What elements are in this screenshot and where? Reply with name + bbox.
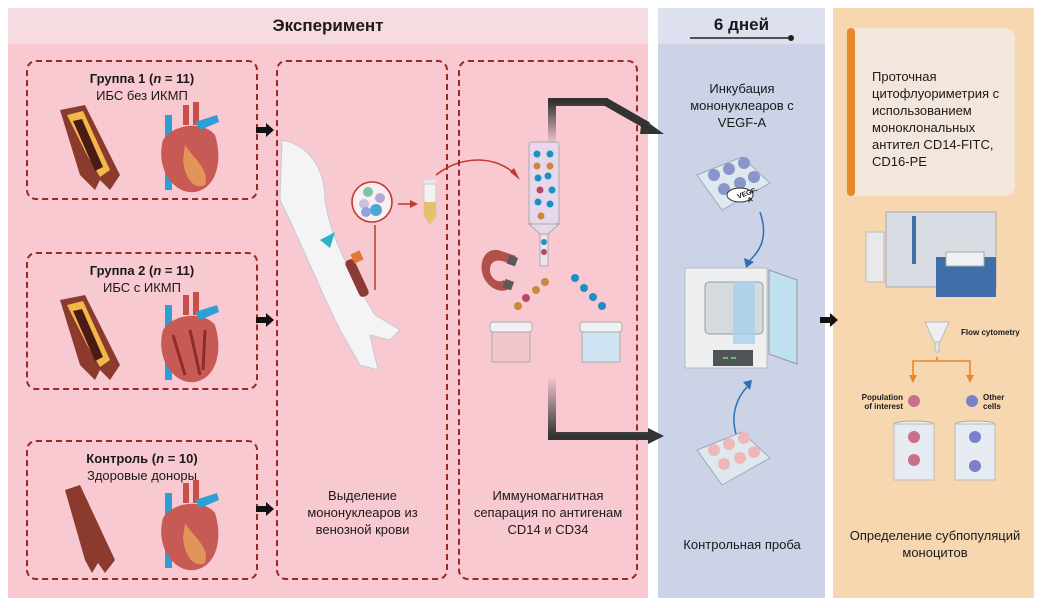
- arrow-to-control-icon: [548, 376, 664, 444]
- control-title: Контроль (n = 10) Здоровые доноры: [86, 451, 198, 483]
- group-2-name: Группа 2: [89, 263, 146, 278]
- other-cells-tube-icon: [954, 420, 996, 481]
- result-label: Определение субпопуляций моноцитов: [849, 528, 1021, 560]
- split-arrows-icon: [909, 357, 974, 383]
- magnifier-line: [374, 225, 376, 290]
- positive-fraction-tube-icon: [489, 321, 533, 363]
- negative-fraction-tube-icon: [579, 321, 623, 363]
- cells-magnifier-icon: [351, 181, 393, 223]
- healthy-vessel-icon: [65, 485, 115, 573]
- other-cells-label: Other cells: [983, 393, 1005, 411]
- experiment-header: [8, 8, 648, 44]
- incubation-duration: 6 дней: [713, 15, 770, 34]
- separation-label: Иммуномагнитная сепарация по антигенам C…: [473, 488, 623, 537]
- group-1-title: Группа 1 (n = 11) ИБС без ИКМП: [89, 71, 195, 103]
- control-sample-label: Контрольная проба: [683, 537, 801, 552]
- heart-cross-section-icon: [161, 292, 219, 383]
- separation-box: [458, 60, 638, 580]
- control-plate-icon: [696, 431, 771, 486]
- magnetic-column-icon: [527, 141, 561, 267]
- method-description: Проточная цитофлуориметрия с использован…: [872, 69, 1000, 169]
- arrow-right-icon: [256, 313, 274, 327]
- vegf-plate-icon: [696, 156, 771, 211]
- flow-cytometer-icon: [865, 211, 997, 297]
- experiment-title: Эксперимент: [272, 16, 384, 35]
- arrow-right-icon: [256, 502, 274, 516]
- diseased-artery-2-icon: [60, 295, 120, 380]
- group-1-description: ИБС без ИКМП: [96, 88, 188, 103]
- arrow-to-flow-icon: [820, 313, 838, 327]
- population-cell-icon: [908, 395, 920, 407]
- arrow-from-control-icon: [733, 380, 752, 435]
- group-1-name: Группа 1: [89, 71, 146, 86]
- method-note-box: [847, 28, 1015, 196]
- arrow-right-icon: [256, 123, 274, 137]
- timeline-line: [690, 35, 794, 41]
- group-2-title: Группа 2 (n = 11) ИБС с ИКМП: [89, 263, 195, 295]
- arrow-to-tube-icon: [398, 200, 418, 208]
- method-note-accent: [847, 28, 855, 196]
- control-description: Здоровые доноры: [86, 468, 198, 483]
- other-cell-icon: [966, 395, 978, 407]
- arrow-to-incubator-icon: [744, 211, 765, 268]
- isolation-box: [276, 60, 448, 580]
- incubator-icon: [684, 267, 798, 369]
- arm-blood-draw-icon: [279, 139, 401, 371]
- incubation-step-label: Инкубация мононуклеаров с VEGF-A: [690, 81, 794, 130]
- heart-icon-1: [161, 102, 219, 193]
- population-tube-icon: [893, 420, 935, 481]
- arrow-to-incubation-icon: [548, 98, 664, 144]
- separated-cells-icon: [514, 274, 606, 310]
- heart-icon-healthy: [161, 480, 219, 571]
- isolation-label: Выделение мононуклеаров из венозной кров…: [307, 488, 418, 537]
- curved-arrow-icon: [435, 159, 520, 180]
- group-2-description: ИБС с ИКМП: [103, 280, 181, 295]
- plasma-tube-icon: [423, 180, 437, 225]
- diseased-artery-1-icon: [60, 105, 120, 190]
- control-name: Контроль: [86, 451, 149, 466]
- flow-cytometry-label: Flow cytometry: [961, 328, 1020, 337]
- funnel-icon: [924, 321, 950, 353]
- magnet-icon: [481, 249, 519, 291]
- population-of-interest-label: Population of interest: [861, 393, 903, 411]
